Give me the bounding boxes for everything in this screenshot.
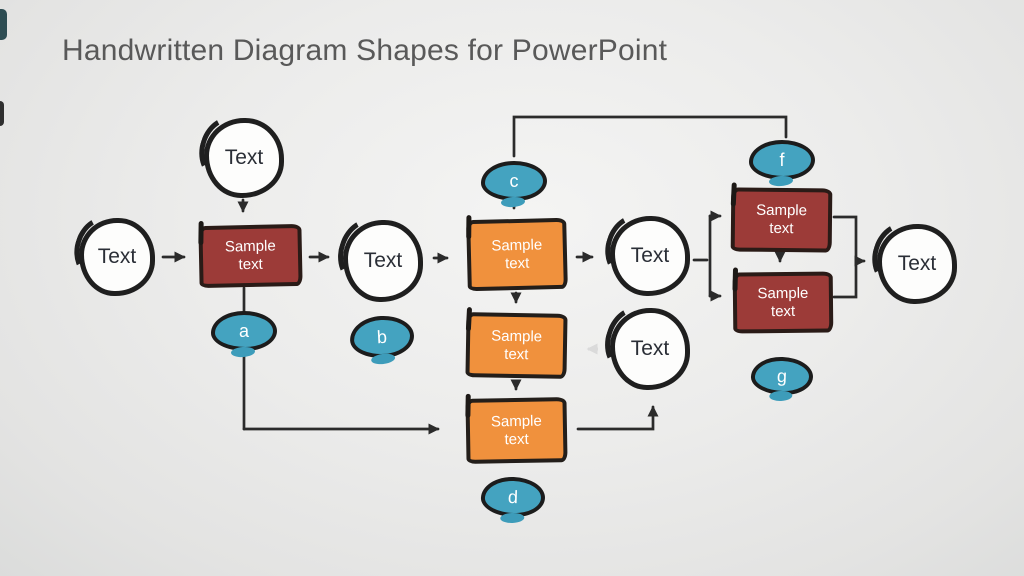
circle-label: Text [897,252,937,275]
tag-label: d [507,486,519,507]
sample-box-red-1[interactable]: Sample text [198,223,303,289]
box-label: Sample text [224,237,276,274]
sample-box-orange-1[interactable]: Sample text [466,217,568,292]
edge-artifact-top [0,9,7,40]
slide-title: Handwritten Diagram Shapes for PowerPoin… [62,34,668,67]
circle-label: Text [363,249,403,272]
sample-box-red-3[interactable]: Sample text [732,271,834,334]
sample-box-orange-3[interactable]: Sample text [465,397,568,464]
letter-tag-a[interactable]: a [211,311,277,351]
box-label: Sample text [491,327,543,363]
tag-label: f [779,149,785,170]
box-label: Sample text [491,235,543,272]
box-label: Sample text [756,201,808,238]
connector-merge-rail [832,215,858,299]
circle-label: Text [97,245,137,268]
circle-node-right-lower[interactable]: Text [610,308,690,390]
letter-tag-f[interactable]: f [749,140,815,180]
circle-label: Text [224,146,264,169]
letter-tag-c[interactable]: c [481,161,547,201]
connector-c-to-f-top-rail [512,115,788,158]
circle-node-right-upper[interactable]: Text [610,216,690,296]
sample-box-orange-2[interactable]: Sample text [465,312,568,379]
tag-label: b [376,326,388,347]
tag-label: g [776,365,788,386]
circle-label: Text [630,337,670,360]
edge-artifact-lower [0,101,4,126]
tag-label: c [509,170,519,191]
box-label: Sample text [490,412,542,448]
box-label: Sample text [757,284,809,320]
tag-label: a [238,320,249,341]
connector-orange3-to-right-lower [576,405,659,431]
sample-box-red-2[interactable]: Sample text [730,187,833,253]
circle-node-top[interactable]: Text [204,118,284,198]
circle-node-middle[interactable]: Text [343,220,423,302]
circle-node-left[interactable]: Text [79,218,155,296]
circle-node-end[interactable]: Text [877,224,957,304]
circle-label: Text [630,244,670,267]
